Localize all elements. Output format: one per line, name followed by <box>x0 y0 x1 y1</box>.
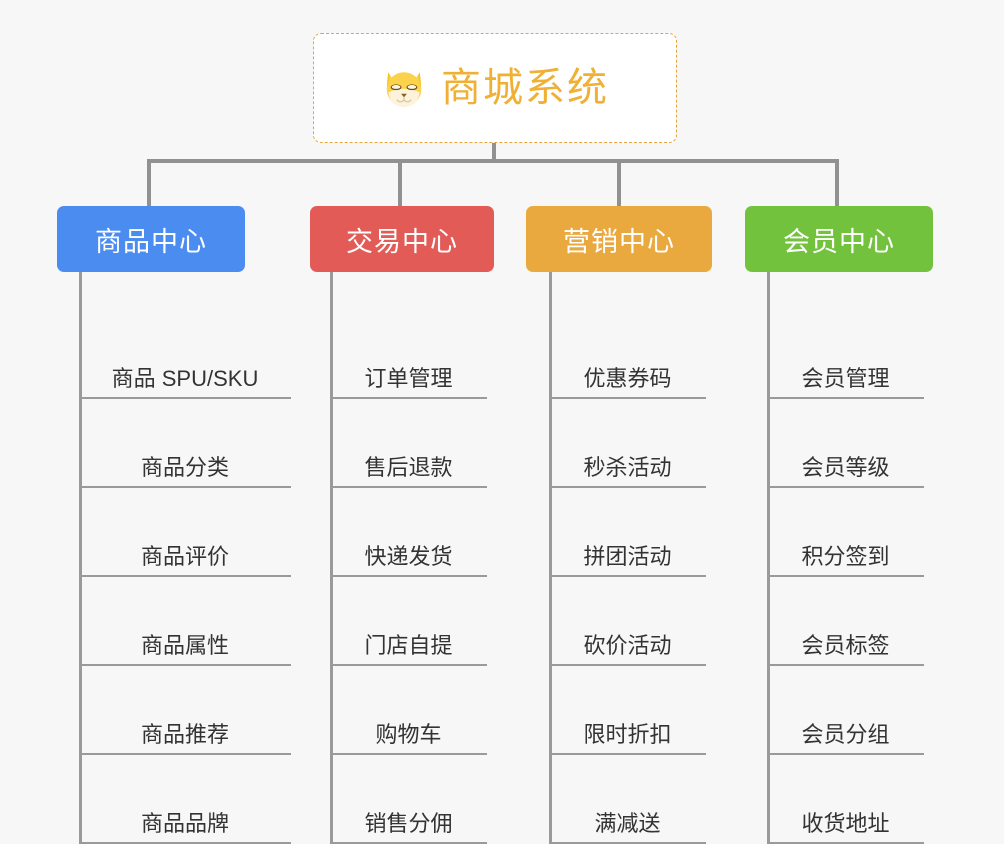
leaf-item[interactable]: 商品分类 <box>79 399 291 488</box>
leaf-item-label: 销售分佣 <box>364 811 453 836</box>
leaf-item-label: 会员分组 <box>801 722 890 747</box>
category-node-4[interactable]: 会员中心 <box>745 206 933 272</box>
leaf-item-label: 积分签到 <box>801 544 890 569</box>
category-node-2[interactable]: 交易中心 <box>310 206 494 272</box>
leaf-item[interactable]: 会员管理 <box>767 310 924 399</box>
leaf-item-label: 会员标签 <box>801 633 890 658</box>
category-node-3[interactable]: 营销中心 <box>526 206 712 272</box>
leaf-item-label: 购物车 <box>375 722 442 747</box>
leaf-item[interactable]: 会员等级 <box>767 399 924 488</box>
leaf-item-label: 商品 SPU/SKU <box>111 366 259 391</box>
leaf-item[interactable]: 售后退款 <box>330 399 487 488</box>
leaf-item[interactable]: 商品 SPU/SKU <box>79 310 291 399</box>
leaf-item-label: 限时折扣 <box>583 722 672 747</box>
leaf-item-label: 收货地址 <box>801 811 890 836</box>
leaf-item[interactable]: 门店自提 <box>330 577 487 666</box>
leaf-item-label: 商品品牌 <box>140 811 229 836</box>
leaf-item[interactable]: 收货地址 <box>767 755 924 844</box>
leaf-item[interactable]: 满减送 <box>549 755 706 844</box>
leaf-item[interactable]: 限时折扣 <box>549 666 706 755</box>
leaf-item[interactable]: 销售分佣 <box>330 755 487 844</box>
leaf-item-label: 售后退款 <box>364 455 453 480</box>
leaf-item-label: 满减送 <box>594 811 661 836</box>
leaf-item-label: 秒杀活动 <box>583 455 672 480</box>
connector-root-stem <box>492 143 496 163</box>
leaf-item-label: 快递发货 <box>364 544 453 569</box>
leaf-column-2: 订单管理售后退款快递发货门店自提购物车销售分佣 <box>330 272 487 844</box>
leaf-item[interactable]: 订单管理 <box>330 310 487 399</box>
leaf-item-label: 门店自提 <box>364 633 453 658</box>
connector-horizontal-bus <box>149 159 839 163</box>
leaf-column-3: 优惠券码秒杀活动拼团活动砍价活动限时折扣满减送 <box>549 272 706 844</box>
leaf-item-label: 商品评价 <box>140 544 229 569</box>
leaf-item-label: 会员等级 <box>801 455 890 480</box>
leaf-item[interactable]: 商品推荐 <box>79 666 291 755</box>
leaf-item[interactable]: 会员标签 <box>767 577 924 666</box>
leaf-column-4: 会员管理会员等级积分签到会员标签会员分组收货地址 <box>767 272 924 844</box>
leaf-item[interactable]: 积分签到 <box>767 488 924 577</box>
root-node[interactable]: 商城系统 <box>313 33 677 143</box>
leaf-item[interactable]: 快递发货 <box>330 488 487 577</box>
leaf-item[interactable]: 商品属性 <box>79 577 291 666</box>
category-node-label: 营销中心 <box>563 226 675 257</box>
connector-drop-1 <box>147 159 151 206</box>
leaf-item[interactable]: 购物车 <box>330 666 487 755</box>
leaf-item[interactable]: 商品品牌 <box>79 755 291 844</box>
connector-drop-2 <box>398 159 402 206</box>
leaf-item[interactable]: 砍价活动 <box>549 577 706 666</box>
connector-drop-4 <box>835 159 839 206</box>
root-title: 商城系统 <box>441 66 609 110</box>
leaf-item-label: 砍价活动 <box>583 633 672 658</box>
leaf-item[interactable]: 拼团活动 <box>549 488 706 577</box>
leaf-item[interactable]: 秒杀活动 <box>549 399 706 488</box>
leaf-item[interactable]: 优惠券码 <box>549 310 706 399</box>
category-node-1[interactable]: 商品中心 <box>57 206 245 272</box>
leaf-spine <box>330 272 333 844</box>
leaf-item-label: 商品推荐 <box>140 722 229 747</box>
leaf-item-label: 拼团活动 <box>583 544 672 569</box>
leaf-spine <box>549 272 552 844</box>
connector-drop-3 <box>617 159 621 206</box>
leaf-spine <box>79 272 82 844</box>
leaf-item-label: 会员管理 <box>801 366 890 391</box>
category-node-label: 会员中心 <box>783 226 895 257</box>
leaf-spine <box>767 272 770 844</box>
leaf-item-label: 优惠券码 <box>583 366 672 391</box>
leaf-item-label: 商品分类 <box>140 455 229 480</box>
leaf-item[interactable]: 商品评价 <box>79 488 291 577</box>
shiba-dog-face-icon <box>386 72 422 109</box>
leaf-column-1: 商品 SPU/SKU 商品分类商品评价商品属性商品推荐商品品牌 <box>79 272 291 844</box>
category-node-label: 商品中心 <box>95 226 207 257</box>
leaf-item[interactable]: 会员分组 <box>767 666 924 755</box>
leaf-item-label: 订单管理 <box>364 366 453 391</box>
category-node-label: 交易中心 <box>346 226 458 257</box>
leaf-item-label: 商品属性 <box>140 633 229 658</box>
